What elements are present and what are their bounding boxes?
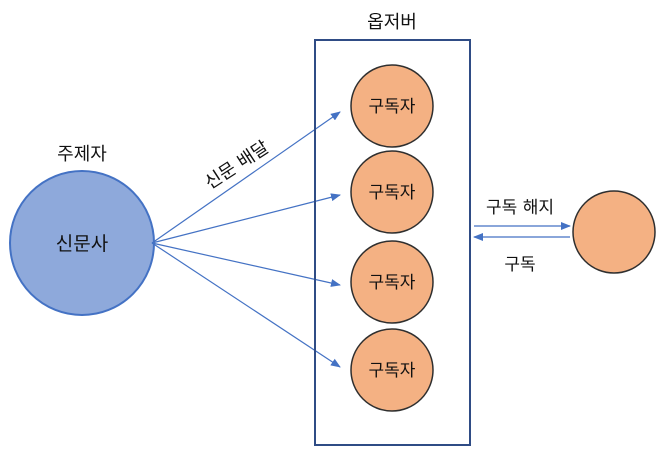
external-subscriber-node [572, 190, 656, 274]
subscriber-label-4: 구독자 [369, 361, 416, 381]
subject-caption: 주제자 [57, 144, 107, 165]
observer-caption: 옵저버 [367, 12, 417, 33]
subscribe-label: 구독 [504, 255, 535, 275]
subscriber-node-4 [350, 328, 434, 412]
delivery-arrow-4 [151, 242, 341, 368]
subscriber-label-1: 구독자 [369, 97, 416, 117]
subject-name: 신문사 [56, 233, 108, 255]
subscriber-node-1 [350, 64, 434, 148]
delivery-arrow-3 [151, 242, 341, 287]
delivery-arrow-2 [151, 193, 341, 244]
unsubscribe-label: 구독 해지 [486, 198, 554, 218]
subscriber-label-3: 구독자 [369, 273, 416, 293]
subscriber-label-2: 구독자 [369, 183, 416, 203]
observer-box [314, 39, 471, 446]
delivery-arrow-1 [151, 111, 341, 244]
subscriber-node-3 [350, 240, 434, 324]
delivery-arrows [151, 111, 341, 368]
delivery-label: 신문 배달 [201, 137, 273, 194]
subscriber-node-2 [350, 150, 434, 234]
